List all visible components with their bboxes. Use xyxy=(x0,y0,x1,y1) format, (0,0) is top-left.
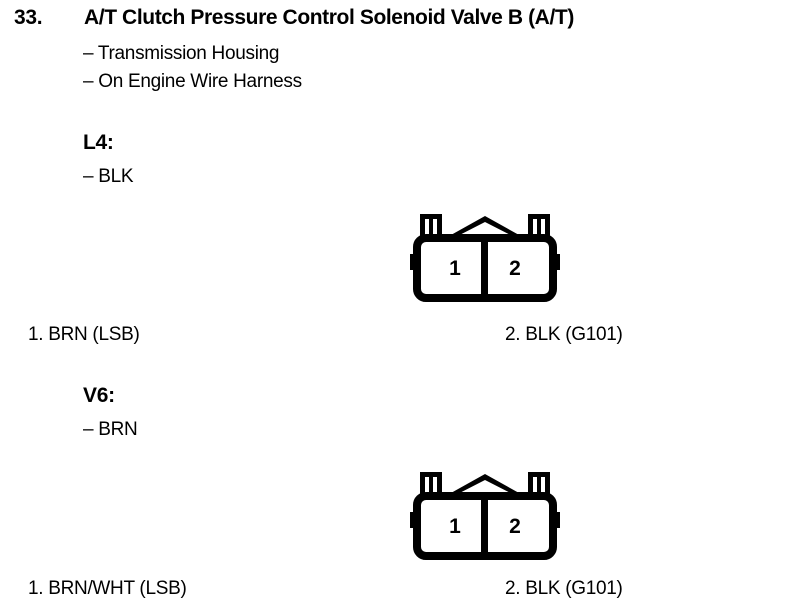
cavity-number-2: 2 xyxy=(509,257,521,280)
pin-legend-1-v6: 1. BRN/WHT (LSB) xyxy=(28,578,187,599)
cavity-number-1: 1 xyxy=(449,515,461,538)
pin-legend-2-l4: 2. BLK (G101) xyxy=(505,324,623,345)
variant-wire-color-l4: – BLK xyxy=(83,166,134,187)
connector-diagram-v6: 1 2 xyxy=(409,468,561,560)
subitem-harness: – On Engine Wire Harness xyxy=(83,71,302,92)
subitem-location: – Transmission Housing xyxy=(83,43,280,64)
cavity-number-2: 2 xyxy=(509,515,521,538)
pin-legend-1-l4: 1. BRN (LSB) xyxy=(28,324,140,345)
variant-heading-l4: L4: xyxy=(83,131,114,154)
cavity-number-1: 1 xyxy=(449,257,461,280)
pin-legend-2-v6: 2. BLK (G101) xyxy=(505,578,623,599)
page-title: A/T Clutch Pressure Control Solenoid Val… xyxy=(84,6,574,29)
variant-wire-color-v6: – BRN xyxy=(83,419,138,440)
item-number: 33. xyxy=(14,6,43,29)
connector-diagram-l4: 1 2 xyxy=(409,210,561,302)
variant-heading-v6: V6: xyxy=(83,384,115,407)
